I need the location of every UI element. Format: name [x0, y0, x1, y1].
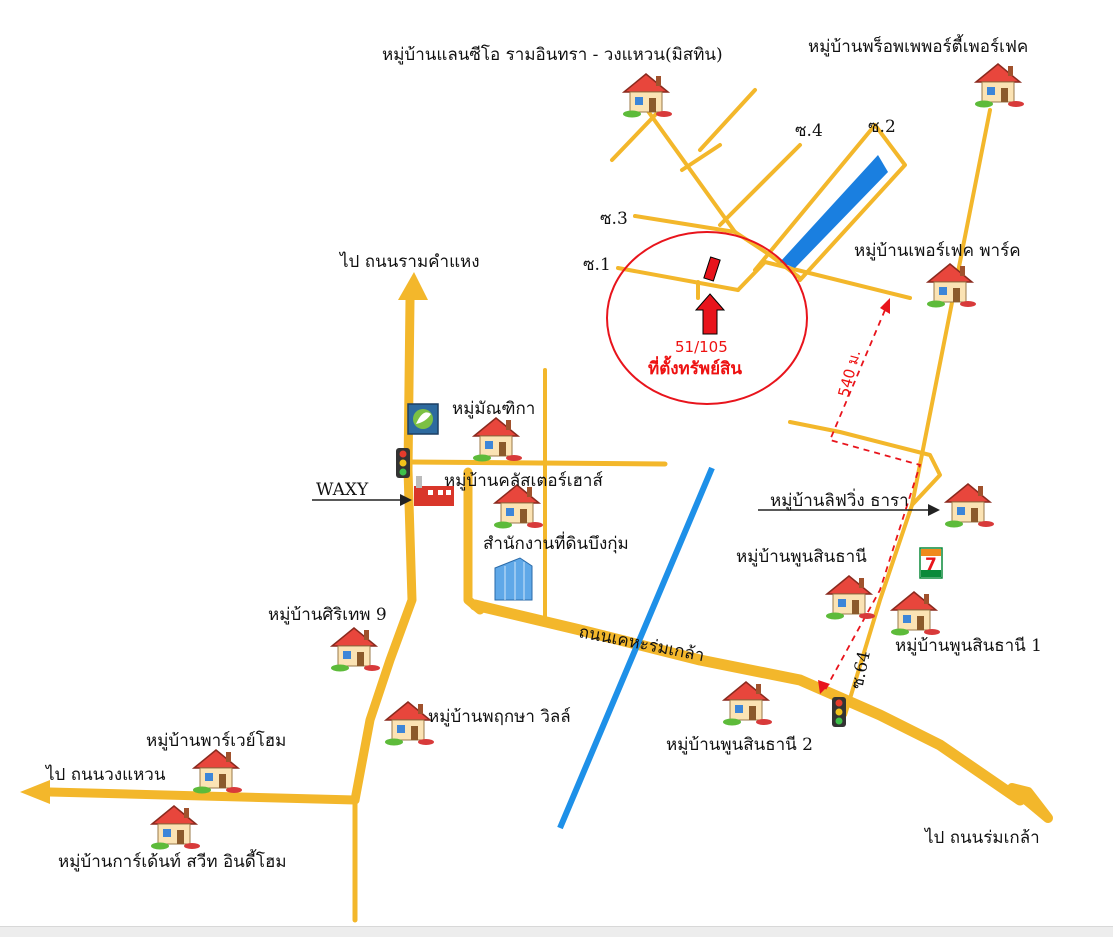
- label-soi-4: ซ.4: [795, 121, 823, 141]
- label-poonsin-2: หมู่บ้านพูนสินธานี 2: [666, 735, 813, 755]
- property-arrow-icon: [694, 293, 726, 335]
- traffic-light-icon: [832, 697, 846, 727]
- house-icon: [926, 263, 977, 309]
- label-soi-64: ซ.64: [847, 649, 875, 691]
- distance-path: [818, 298, 922, 694]
- house-icon: [192, 749, 243, 795]
- label-proper: หมู่บ้านพร็อพเพพอร์ตี้เพอร์เฟค: [808, 34, 1028, 57]
- labels: หมู่บ้านแลนซีโอ รามอินทรา - วงแหวน(มิสทิ…: [44, 34, 1042, 872]
- canal: [557, 466, 715, 830]
- house-icon: [890, 591, 941, 637]
- house-icon: [493, 484, 544, 530]
- property-number: 51/105: [675, 338, 728, 356]
- house-icon: [384, 701, 435, 747]
- seven-eleven-icon: 7: [919, 547, 943, 579]
- label-poonsin-1: หมู่บ้านพูนสินธานี 1: [895, 636, 1042, 656]
- label-soi-3: ซ.3: [600, 209, 628, 229]
- house-icon: [825, 575, 876, 621]
- label-soi-2: ซ.2: [868, 117, 896, 137]
- house-icon: [944, 483, 995, 529]
- roads: [20, 88, 1053, 923]
- label-to-romklao: ไป ถนนร่มเกล้า: [923, 827, 1040, 848]
- house-icon: [722, 681, 773, 727]
- kheha-romklao-road: [469, 599, 1026, 806]
- label-soi-1: ซ.1: [583, 255, 611, 275]
- bank-logo-icon: [407, 403, 439, 435]
- house-icon: [974, 63, 1025, 109]
- svg-text:7: 7: [925, 555, 937, 575]
- label-pruksa: หมู่บ้านพฤกษา วิลล์: [428, 707, 571, 727]
- label-garden: หมู่บ้านการ์เด้นท์ สวีท อินดี้โฮม: [58, 849, 287, 872]
- distance-label: 540 ม.: [834, 348, 864, 399]
- label-cluster: หมู่บ้านคลัสเตอร์เฮาส์: [444, 471, 603, 491]
- label-lancio: หมู่บ้านแลนซีโอ รามอินทรา - วงแหวน(มิสทิ…: [382, 44, 723, 65]
- main-road-north: [350, 295, 417, 805]
- factory-icon: [414, 476, 454, 506]
- label-to-ramkhamhaeng: ไป ถนนรามคำแหง: [338, 251, 480, 272]
- label-waxy: WAXY: [316, 480, 369, 500]
- building-icon: [494, 557, 533, 601]
- road-to-ringroad: [45, 787, 360, 805]
- traffic-light-icon: [396, 448, 410, 478]
- label-land-office: สำนักงานที่ดินบึงกุ่ม: [483, 531, 629, 554]
- label-to-ringroad: ไป ถนนวงแหวน: [44, 764, 166, 785]
- house-icon: [622, 73, 673, 119]
- label-perfect-park: หมู่บ้านเพอร์เฟค พาร์ค: [854, 241, 1021, 261]
- label-poonsin: หมู่บ้านพูนสินธานี: [736, 547, 867, 567]
- label-sirithep: หมู่บ้านศิริเทพ 9: [268, 605, 387, 625]
- arrow-to-ramkhamhaeng: [398, 272, 428, 300]
- house-icon: [150, 805, 201, 851]
- soi-64: [788, 420, 942, 717]
- arrow-to-ringroad: [20, 780, 50, 804]
- label-manthika: หมู่มัณฑิกา: [452, 399, 535, 419]
- label-paradise: หมู่บ้านพาร์เวย์โฮม: [146, 730, 286, 751]
- arrow-to-romklao: [1007, 783, 1053, 823]
- property-caption: ที่ตั้งทรัพย์สิน: [648, 355, 742, 379]
- house-icon: [330, 627, 381, 673]
- house-icon: [472, 417, 523, 463]
- property-circle: [606, 231, 808, 405]
- pond: [780, 155, 888, 268]
- label-living: หมู่บ้านลิฟวิ่ง ธารา: [770, 488, 909, 511]
- footer-bar: [0, 926, 1113, 937]
- property-marker: [703, 256, 721, 282]
